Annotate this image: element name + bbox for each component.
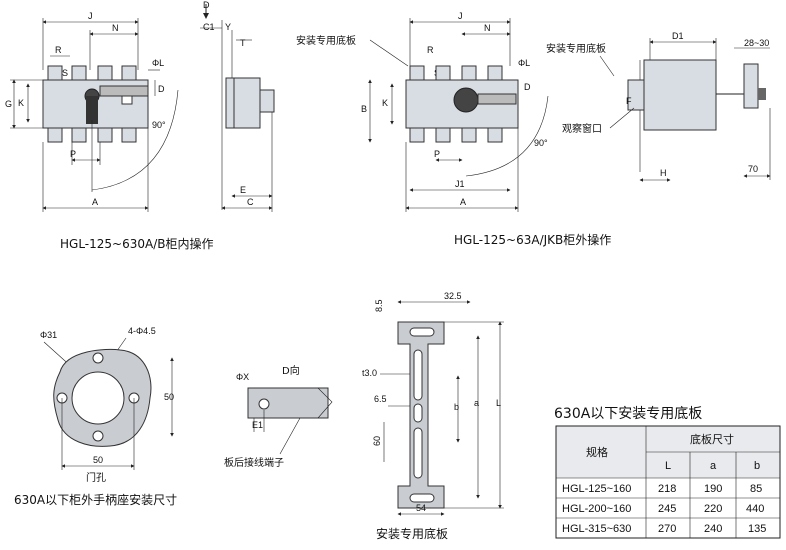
table-cell: 220 <box>704 503 722 515</box>
dim-A-left: A <box>92 197 98 207</box>
switch-side-view-b: D C1 Y T E C <box>200 0 275 212</box>
switch-front-view-jkb: 安装专用底板 J N R S ΦL D B K P J1 A 9 <box>296 11 549 212</box>
dim-F: F <box>626 96 632 106</box>
label-d-view: D向 <box>282 364 300 377</box>
caption-handle-cutout: 630A以下柜外手柄座安装尺寸 <box>14 492 177 507</box>
dim-N: N <box>112 23 119 33</box>
dim-32-5: 32.5 <box>444 291 462 301</box>
dim-8-5: 8.5 <box>374 299 384 312</box>
dim-J1: J1 <box>455 179 465 189</box>
dim-a: a <box>474 398 479 408</box>
callout-mount-plate-1: 安装专用底板 <box>296 34 356 47</box>
dim-P: P <box>70 149 76 159</box>
dim-phiL: ΦL <box>152 58 164 68</box>
label-terminal: 板后接线端子 <box>224 456 284 469</box>
dim-50-horizontal: 50 <box>93 455 103 465</box>
dim-phiX: ΦX <box>236 372 249 382</box>
caption-right-top: HGL-125~63A/JKB柜外操作 <box>454 232 611 247</box>
dim-28-30: 28~30 <box>744 38 769 48</box>
dim-C1: C1 <box>203 22 215 32</box>
dim-E: E <box>240 185 246 195</box>
dim-C: C <box>247 197 254 207</box>
dim-H: H <box>660 168 667 178</box>
dim-A-right: A <box>460 197 466 207</box>
caption-left-top: HGL-125~630A/B柜内操作 <box>60 236 213 251</box>
table-sub-b: b <box>754 460 760 472</box>
table-cell: 440 <box>746 503 764 515</box>
caption-plate: 安装专用底板 <box>376 526 448 541</box>
dim-T: T <box>240 38 246 48</box>
dim-E1: E1 <box>252 420 263 430</box>
table-cell: HGL-125~160 <box>562 483 631 495</box>
table-cell: 245 <box>658 503 676 515</box>
dim-K-right: K <box>382 98 388 108</box>
dim-D-left: D <box>158 84 165 94</box>
dim-phiL-right: ΦL <box>518 58 530 68</box>
table-col-spec: 规格 <box>586 445 608 459</box>
table-cell: 218 <box>658 483 676 495</box>
table-cell: 85 <box>750 483 762 495</box>
dim-D1: D1 <box>672 31 684 41</box>
mounting-plate: 8.5 32.5 t3.0 6.5 60 b a L 54 <box>362 291 504 516</box>
table-cell: 190 <box>704 483 722 495</box>
dim-6-5: 6.5 <box>374 394 387 404</box>
table-col-group: 底板尺寸 <box>690 432 734 446</box>
dim-holes: 4-Φ4.5 <box>128 326 156 336</box>
dim-L: L <box>496 398 501 408</box>
dim-B: B <box>361 104 367 114</box>
dim-J: J <box>88 11 93 21</box>
dim-S: S <box>62 68 68 78</box>
label-door-hole: 门孔 <box>86 471 106 484</box>
switch-side-view-jkb: 安装专用底板 D1 28~30 F 观察窗口 H 70 <box>546 31 771 182</box>
spec-table: 630A以下安装专用底板 规格 底板尺寸 L a b HGL-125~160 2… <box>554 406 781 539</box>
dim-90-right: 90° <box>534 138 548 148</box>
table-sub-a: a <box>710 460 717 472</box>
dim-R-right: R <box>427 45 434 55</box>
table-cell: HGL-200~160 <box>562 503 631 515</box>
dim-K: K <box>18 98 24 108</box>
dim-J-right: J <box>458 11 463 21</box>
dim-54: 54 <box>416 503 426 513</box>
dim-G: G <box>5 99 12 109</box>
dim-90-left: 90° <box>152 120 166 130</box>
table-cell: 135 <box>748 523 766 535</box>
switch-front-view-b: J N R S ΦL D G K <box>5 11 179 212</box>
table-cell: 270 <box>658 523 676 535</box>
dim-70: 70 <box>748 164 758 174</box>
table-cell: HGL-315~630 <box>562 523 631 535</box>
callout-mount-plate-2: 安装专用底板 <box>546 42 606 55</box>
table-sub-L: L <box>665 460 671 472</box>
dim-t3: t3.0 <box>362 368 377 378</box>
terminal-detail: D向 ΦX E1 板后接线端子 <box>224 364 333 469</box>
dim-50-vertical: 50 <box>164 392 174 402</box>
dim-R: R <box>55 45 62 55</box>
dim-b: b <box>454 402 459 412</box>
table-title: 630A以下安装专用底板 <box>554 406 702 422</box>
callout-window: 观察窗口 <box>562 122 602 135</box>
handle-cutout: Φ31 4-Φ4.5 50 50 门孔 <box>40 326 174 484</box>
dim-phi31: Φ31 <box>40 330 57 340</box>
dim-N-right: N <box>484 23 491 33</box>
dim-D-right: D <box>524 82 531 92</box>
dim-60: 60 <box>372 436 382 446</box>
dim-P-right: P <box>434 149 440 159</box>
table-cell: 240 <box>704 523 722 535</box>
dim-Y: Y <box>225 22 231 32</box>
